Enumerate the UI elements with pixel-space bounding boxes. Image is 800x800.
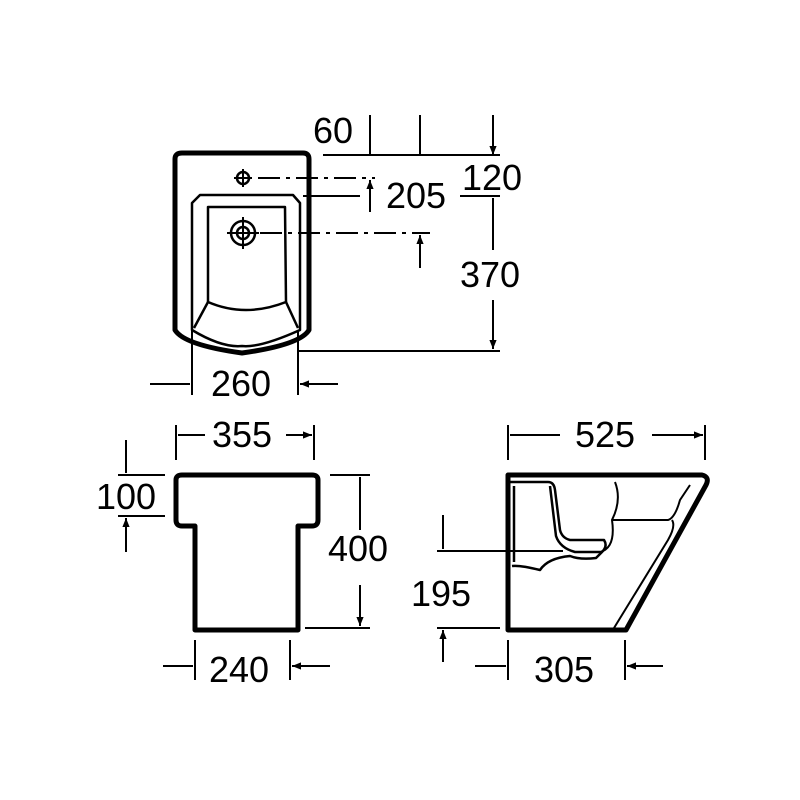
front-view: 355 100 400 240 [96,414,388,690]
dim-205: 205 [386,175,446,216]
bidet-side-outline [505,472,710,633]
side-view: 525 195 305 [411,414,707,690]
dim-525: 525 [575,414,635,455]
rim-lines [599,481,691,629]
bowl-profile-inner [512,485,600,562]
dim-120: 120 [462,157,522,198]
dim-400: 400 [328,528,388,569]
dim-370: 370 [460,254,520,295]
bidet-front-outline [173,472,321,633]
top-view: 60 120 205 370 260 [150,110,522,404]
dim-260: 260 [211,363,271,404]
dim-60: 60 [313,110,353,151]
bowl-inner [206,205,288,312]
dim-240: 240 [209,649,269,690]
top-arrows-down [369,115,493,155]
dim-195: 195 [411,573,471,614]
drain-hole-icon [227,217,259,249]
dim-100: 100 [96,476,156,517]
tap-hole-icon [234,169,252,187]
dim-355: 355 [212,414,272,455]
dim-305: 305 [534,649,594,690]
bowl-facet-lines [192,301,300,329]
top-extension-lines [297,154,500,352]
